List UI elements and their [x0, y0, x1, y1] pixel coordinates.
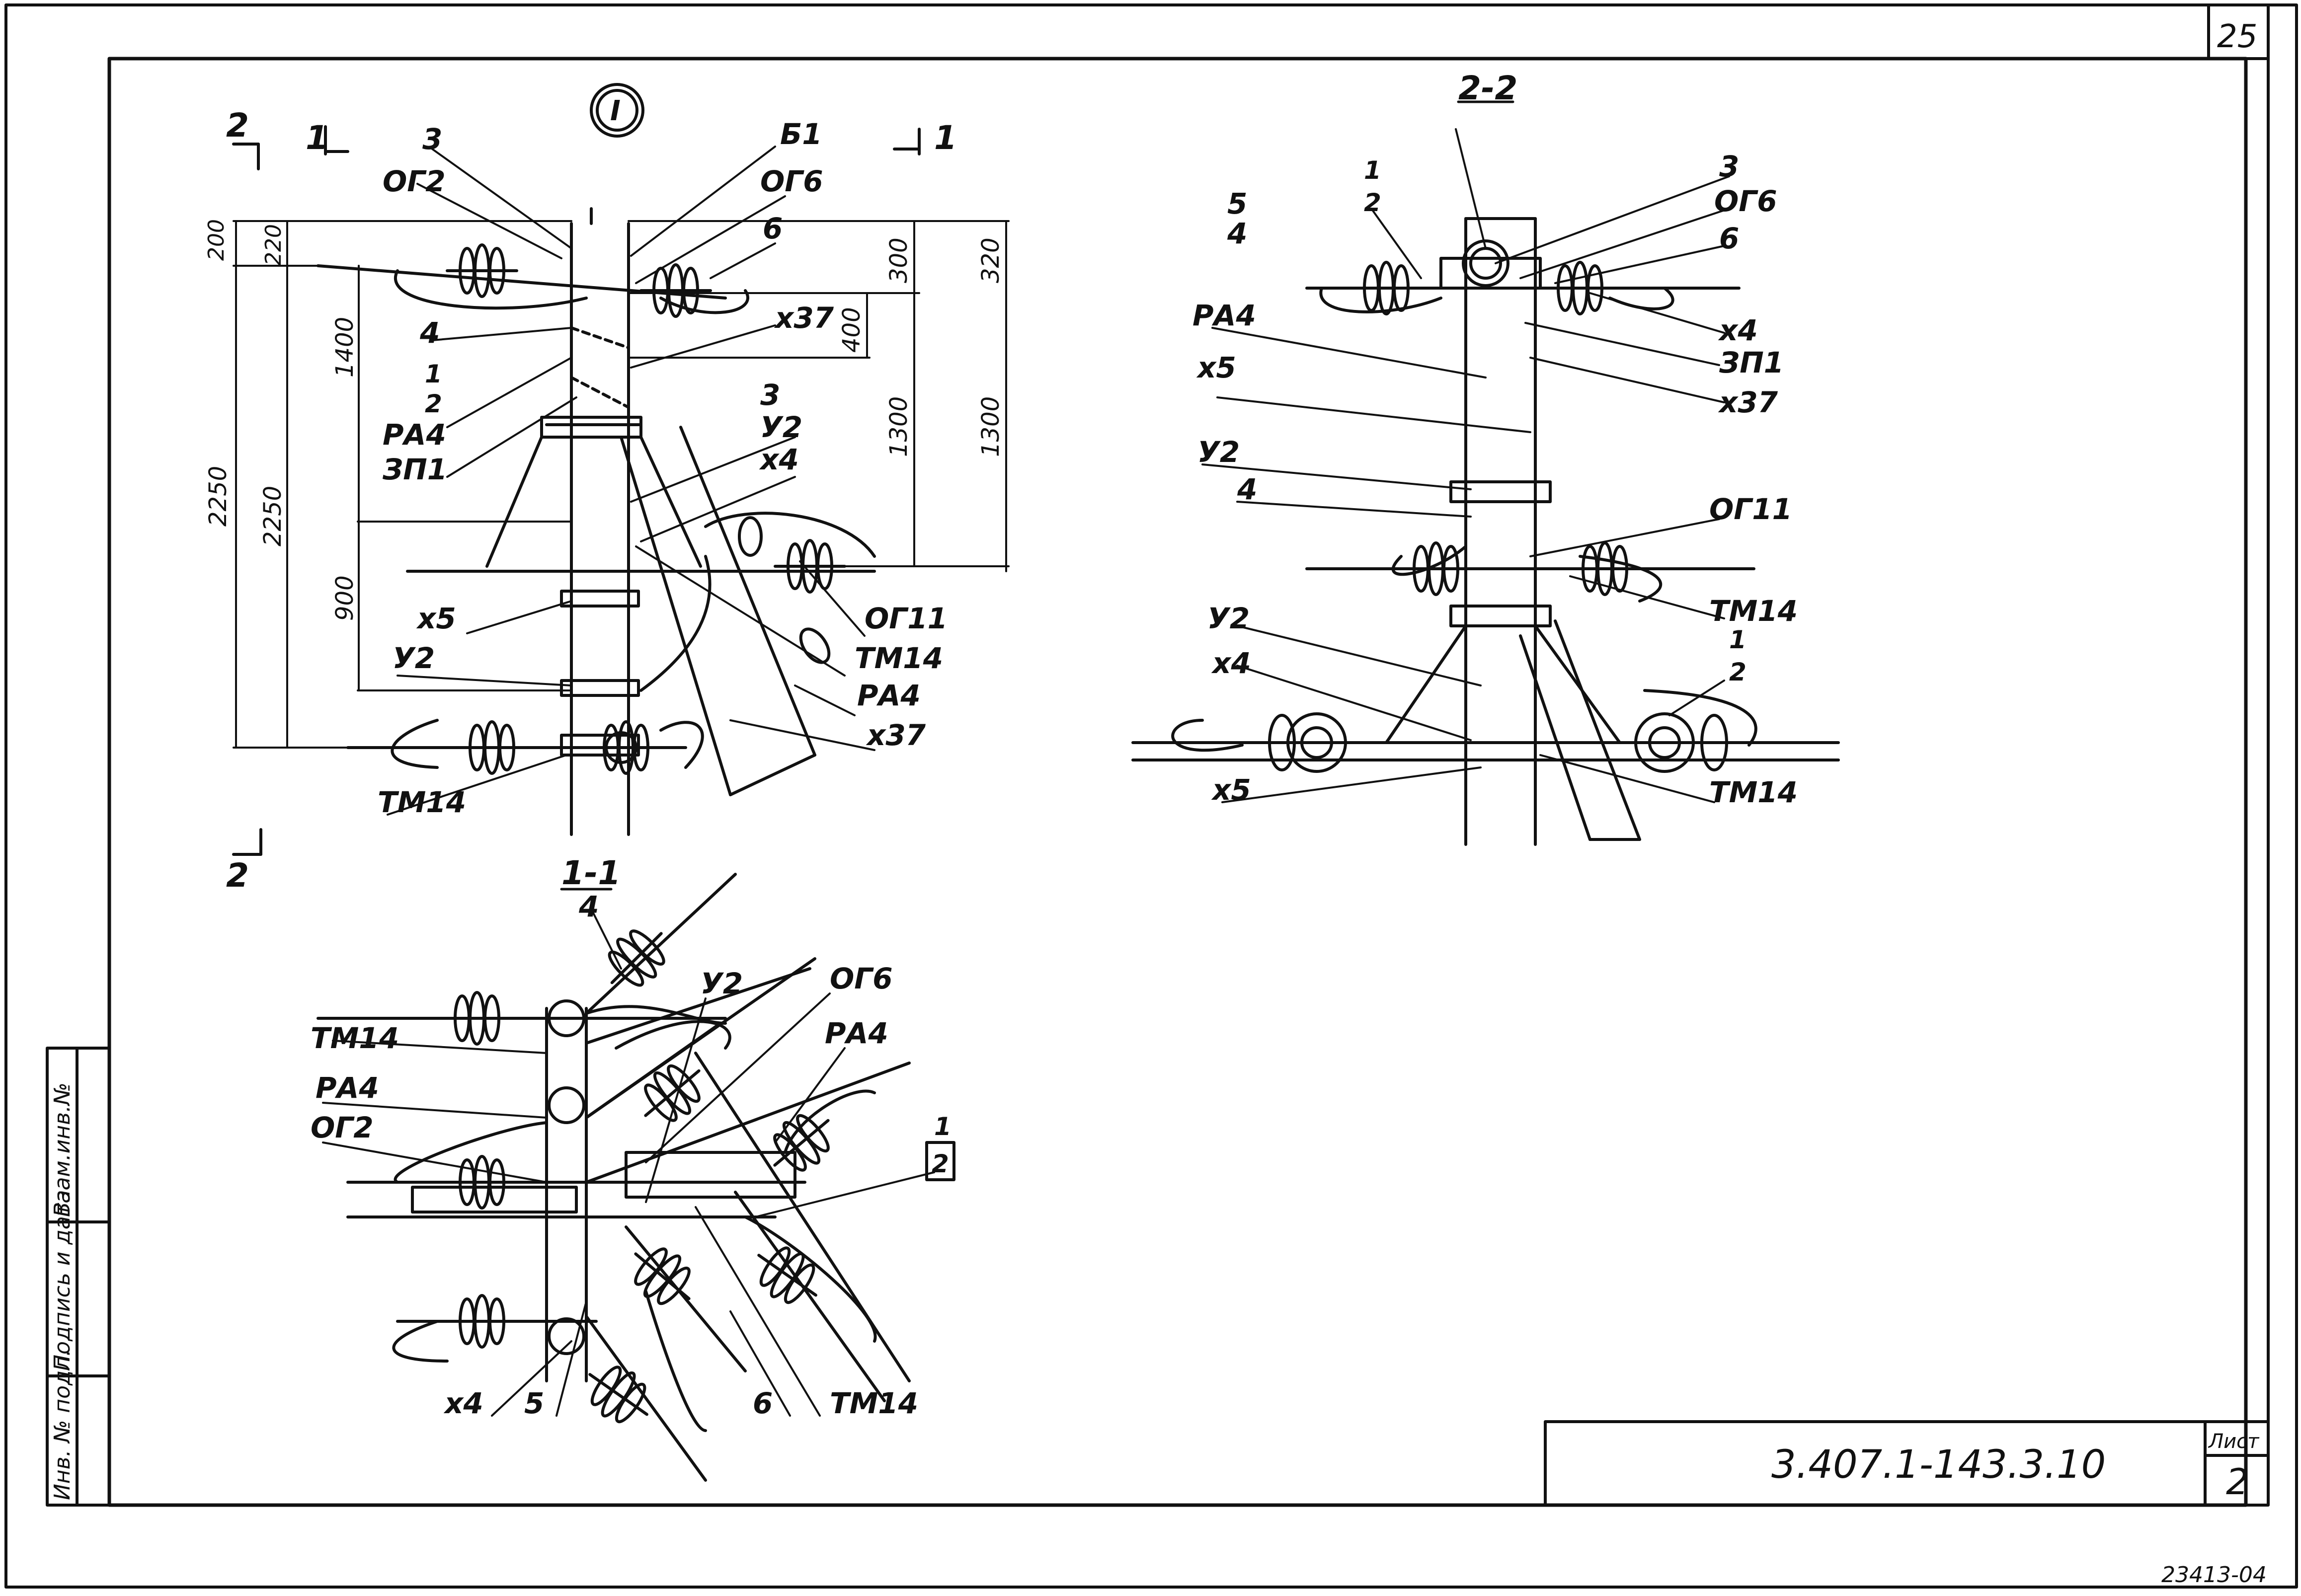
- dim-label: 200: [204, 219, 229, 261]
- callout: ОГ11: [865, 602, 948, 635]
- sheet-label: Лист: [2208, 1430, 2260, 1453]
- callout: ТМ14: [1709, 775, 1798, 809]
- main-circle-label: I: [610, 95, 621, 127]
- dim-label: 900: [331, 575, 359, 621]
- callout: х5: [416, 602, 456, 635]
- view-1-1-title: 1-1: [561, 854, 621, 892]
- callout: ОГ6: [1714, 184, 1777, 218]
- sheet-frame: [4, 3, 2298, 1589]
- callout: 3: [760, 378, 780, 412]
- section-mark-2-top: 2: [226, 106, 249, 145]
- callout: 3: [422, 122, 442, 156]
- callout: ТМ14: [855, 641, 943, 675]
- callout: х4: [759, 443, 799, 476]
- callout: 6: [753, 1386, 773, 1420]
- callout: У2: [701, 967, 743, 1000]
- stamp-inv-podl: Инв. № подл.: [50, 1349, 75, 1500]
- view-2-2: [1131, 100, 1840, 846]
- page-number: 25: [2217, 18, 2257, 55]
- callout: ТМ14: [378, 785, 466, 819]
- callout: ТМ14: [830, 1386, 918, 1420]
- callout: У2: [1197, 435, 1240, 469]
- view-1-1: [317, 873, 955, 1482]
- callout: Б1: [780, 117, 822, 151]
- section-mark-1-right: 1: [934, 119, 957, 157]
- callout: РА4: [316, 1071, 379, 1105]
- callout: 4: [419, 316, 440, 350]
- callout: х4: [443, 1386, 483, 1420]
- view-2-2-callouts: 1 2 5 4 РА4 х5 У2 4 3 ОГ6 6 х4 ЗП1 х37 О…: [1192, 150, 1798, 809]
- margin-stamp: [46, 1047, 111, 1507]
- dim-label: 1400: [331, 317, 359, 378]
- callout: ОГ11: [1709, 492, 1792, 526]
- callout: х37: [866, 718, 926, 752]
- main-callouts: 3 Б1 ОГ2 ОГ6 6 х37 4 1 2 РА4 ЗП1 3 У2 х4…: [378, 117, 948, 819]
- view-2-2-title: 2-2: [1458, 69, 1517, 107]
- section-mark-1-left: 1: [306, 119, 328, 157]
- drawing-code: 3.407.1-143.3.10: [1771, 1443, 2106, 1487]
- callout: 4: [1227, 217, 1247, 250]
- callout: ОГ6: [760, 164, 823, 198]
- dim-label: 220: [261, 224, 286, 266]
- callout: 2: [425, 389, 442, 418]
- callout: 5: [524, 1386, 544, 1420]
- callout: У2: [1207, 602, 1250, 635]
- callout: 2: [1729, 658, 1746, 686]
- archive-number: 23413-04: [2161, 1562, 2267, 1588]
- callout: ОГ2: [311, 1111, 374, 1144]
- callout: 1: [1729, 625, 1746, 654]
- callout: РА4: [825, 1016, 888, 1050]
- callout: 3: [1719, 150, 1739, 183]
- callout: ЗП1: [382, 453, 447, 486]
- callout: РА4: [1192, 299, 1256, 332]
- callout: 2: [932, 1149, 949, 1178]
- callout: 6: [763, 212, 783, 245]
- callout: х37: [1718, 385, 1778, 419]
- stamp-vzam-inv: Взам.инв.№: [50, 1082, 75, 1217]
- callout: ОГ6: [830, 962, 893, 995]
- callout: х37: [774, 301, 834, 335]
- callout: 4: [1237, 472, 1257, 506]
- callout: х5: [1211, 773, 1251, 807]
- callout: х5: [1196, 351, 1236, 384]
- stamp-signature-date: Подпись и дата: [50, 1190, 75, 1371]
- callout: ТМ14: [311, 1021, 399, 1055]
- callout: 1: [425, 360, 442, 388]
- callout: У2: [760, 410, 802, 444]
- callout: 5: [1227, 187, 1247, 221]
- sheet-number: 2: [2226, 1461, 2249, 1503]
- callout: 4: [578, 890, 599, 923]
- dim-label: 1300: [885, 396, 913, 457]
- callout: РА4: [383, 418, 446, 452]
- callout: х4: [1211, 646, 1251, 680]
- main-dimensions: 200 220 1400 2250 2250 900 300 320 400 1…: [204, 219, 1005, 621]
- section-mark-2-bottom: 2: [226, 856, 249, 895]
- callout: 6: [1719, 222, 1739, 255]
- callout: 2: [1364, 188, 1381, 217]
- dim-label: 400: [838, 307, 866, 353]
- callout: ТМ14: [1709, 594, 1798, 628]
- view-main: [232, 83, 1010, 856]
- dim-label: 2250: [259, 486, 287, 546]
- callout: 1: [934, 1112, 952, 1141]
- callout: ЗП1: [1719, 346, 1784, 380]
- dim-label: 320: [977, 237, 1005, 283]
- callout: 1: [1364, 156, 1381, 185]
- dim-label: 300: [885, 237, 913, 283]
- callout: х4: [1718, 313, 1758, 347]
- callout: РА4: [857, 679, 921, 712]
- callout: ОГ2: [383, 164, 446, 198]
- callout: У2: [393, 641, 435, 675]
- dim-label: 2250: [204, 466, 232, 527]
- view-1-1-callouts: 4 У2 ОГ6 ТМ14 РА4 РА4 ОГ2 1 2 х4 5 6 ТМ1…: [311, 890, 952, 1420]
- dim-label: 1300: [977, 396, 1005, 457]
- title-block: [1544, 1420, 2270, 1507]
